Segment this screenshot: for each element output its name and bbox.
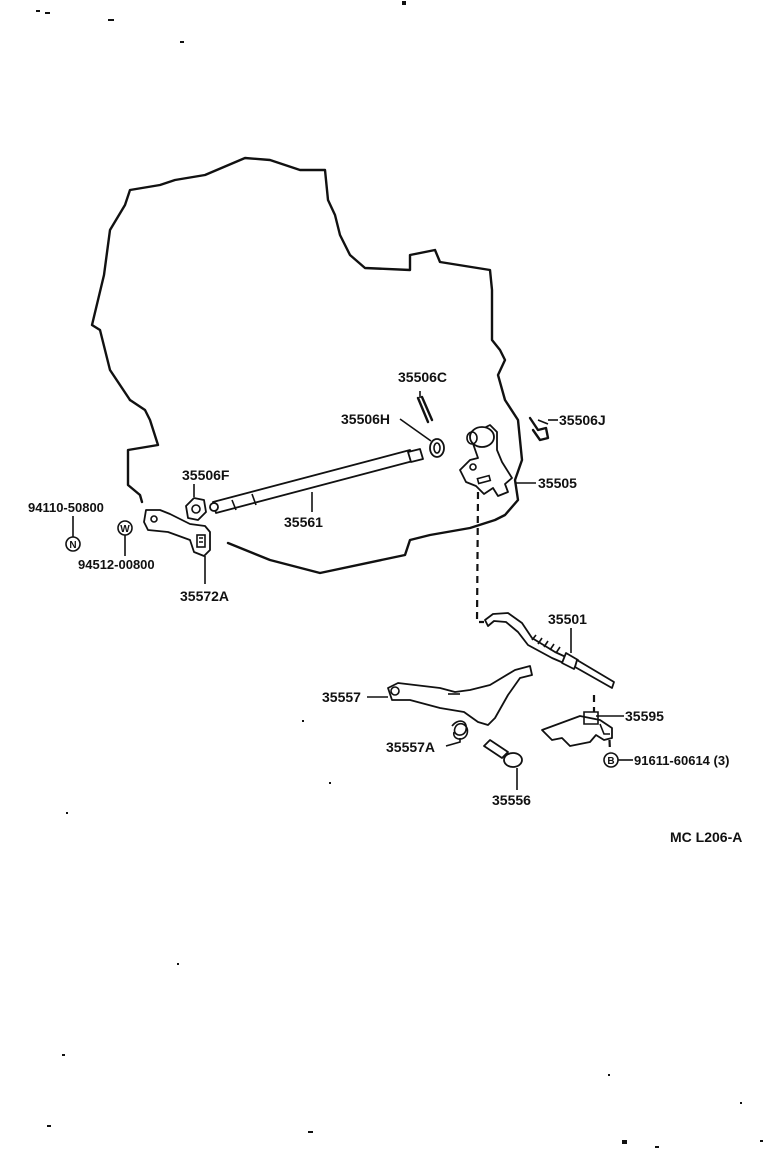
bracket-35595 (541, 711, 613, 747)
label-35595: 35595 (625, 708, 664, 724)
selector-shaft-35561 (209, 448, 424, 514)
bolt-symbol-B: B (603, 752, 619, 768)
label-94110-50800: 94110-50800 (28, 500, 104, 515)
label-35561: 35561 (284, 514, 323, 530)
label-35557: 35557 (322, 689, 361, 705)
manual-valve-lever-35505 (459, 424, 513, 497)
label-35501: 35501 (548, 611, 587, 627)
washer-symbol-W: W (117, 520, 133, 536)
leader-lines (72, 391, 633, 790)
svg-text:N: N (69, 540, 76, 551)
label-94512-00800: 94512-00800 (78, 557, 155, 572)
part-labels: 35506C 35506H 35506J 35505 35506F 35561 … (28, 369, 729, 808)
collar-35506F (185, 497, 207, 521)
clip-35506J (528, 416, 550, 442)
oil-seal-35506H (429, 438, 445, 458)
label-35506H: 35506H (341, 411, 390, 427)
svg-text:B: B (607, 756, 614, 767)
label-35506F: 35506F (182, 467, 230, 483)
label-35505: 35505 (538, 475, 577, 491)
control-rod-35501 (484, 612, 615, 689)
scan-speckles (36, 1, 763, 1148)
shift-lever-35572A (143, 509, 211, 557)
detent-lever-35557 (387, 665, 533, 726)
pin-35506C (416, 395, 434, 424)
label-35556: 35556 (492, 792, 531, 808)
label-35557A: 35557A (386, 739, 435, 755)
label-35506C: 35506C (398, 369, 447, 385)
spring-35557A (451, 720, 469, 740)
svg-text:W: W (120, 524, 130, 535)
reference-code: MC L206-A (670, 829, 742, 845)
transmission-housing-outline (90, 156, 524, 575)
label-91611-60614: 91611-60614 (3) (634, 753, 729, 768)
pin-35556 (483, 739, 523, 768)
label-35506J: 35506J (559, 412, 606, 428)
nut-symbol-N: N (65, 536, 81, 552)
label-35572A: 35572A (180, 588, 229, 604)
